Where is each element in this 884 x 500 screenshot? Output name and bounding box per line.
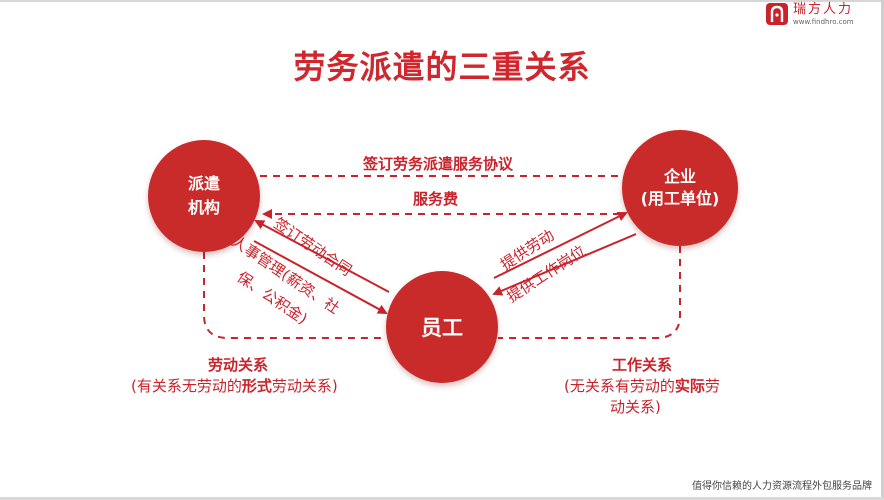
dispatch-agency-node: 派遣 机构 (148, 140, 260, 252)
footer-slogan: 值得你信赖的人力资源流程外包服务品牌 (692, 481, 872, 492)
page-title: 劳务派遣的三重关系 (293, 48, 591, 86)
employee-node: 员工 (386, 271, 498, 383)
brand-url: www.findhro.com (793, 18, 854, 26)
service-agreement-label: 签订劳务派遣服务协议 (363, 155, 514, 173)
employee-label: 员工 (421, 316, 463, 340)
employer-label-line2: (用工单位) (640, 189, 720, 208)
work-relation-description-line2: 动关系) (610, 398, 661, 416)
slide-bottom-border (0, 497, 884, 500)
slide-top-border (0, 0, 884, 2)
work-relation-heading: 工作关系 (612, 356, 673, 374)
contract-arrow (254, 220, 390, 293)
work-relation-desc-suffix: 劳 (704, 377, 720, 395)
right-relation-loop (498, 246, 681, 339)
work-relation-description: (无关系有劳动的实际劳 (564, 375, 720, 396)
provide-post-arrow (492, 233, 637, 296)
hr-management-arrow (253, 240, 388, 314)
brand-logo-icon (766, 3, 788, 25)
service-fee-label: 服务费 (413, 190, 459, 208)
work-relation-desc-emphasis: 实际 (674, 377, 705, 395)
dispatch-agency-label-line2: 机构 (187, 198, 220, 217)
left-relation-loop (203, 252, 386, 339)
slide-right-border (881, 0, 884, 500)
provide-labor-arrow (493, 212, 628, 279)
dispatch-agency-label-line1: 派遣 (187, 174, 220, 193)
labor-relation-desc-prefix: (有关系无劳动的 (131, 377, 242, 395)
labor-relation-desc-emphasis: 形式 (241, 377, 272, 395)
labor-relation-desc-suffix: 劳动关系) (271, 377, 338, 395)
labor-relation-heading: 劳动关系 (208, 356, 269, 374)
employer-label-line1: 企业 (663, 167, 696, 186)
brand-logo: 瑞方人力 www.findhro.com (766, 3, 876, 29)
work-relation-desc-prefix: (无关系有劳动的 (564, 377, 675, 395)
brand-name: 瑞方人力 (793, 2, 854, 17)
employer-node: 企业 (用工单位) (622, 130, 738, 246)
labor-relation-description: (有关系无劳动的形式劳动关系) (131, 375, 338, 396)
